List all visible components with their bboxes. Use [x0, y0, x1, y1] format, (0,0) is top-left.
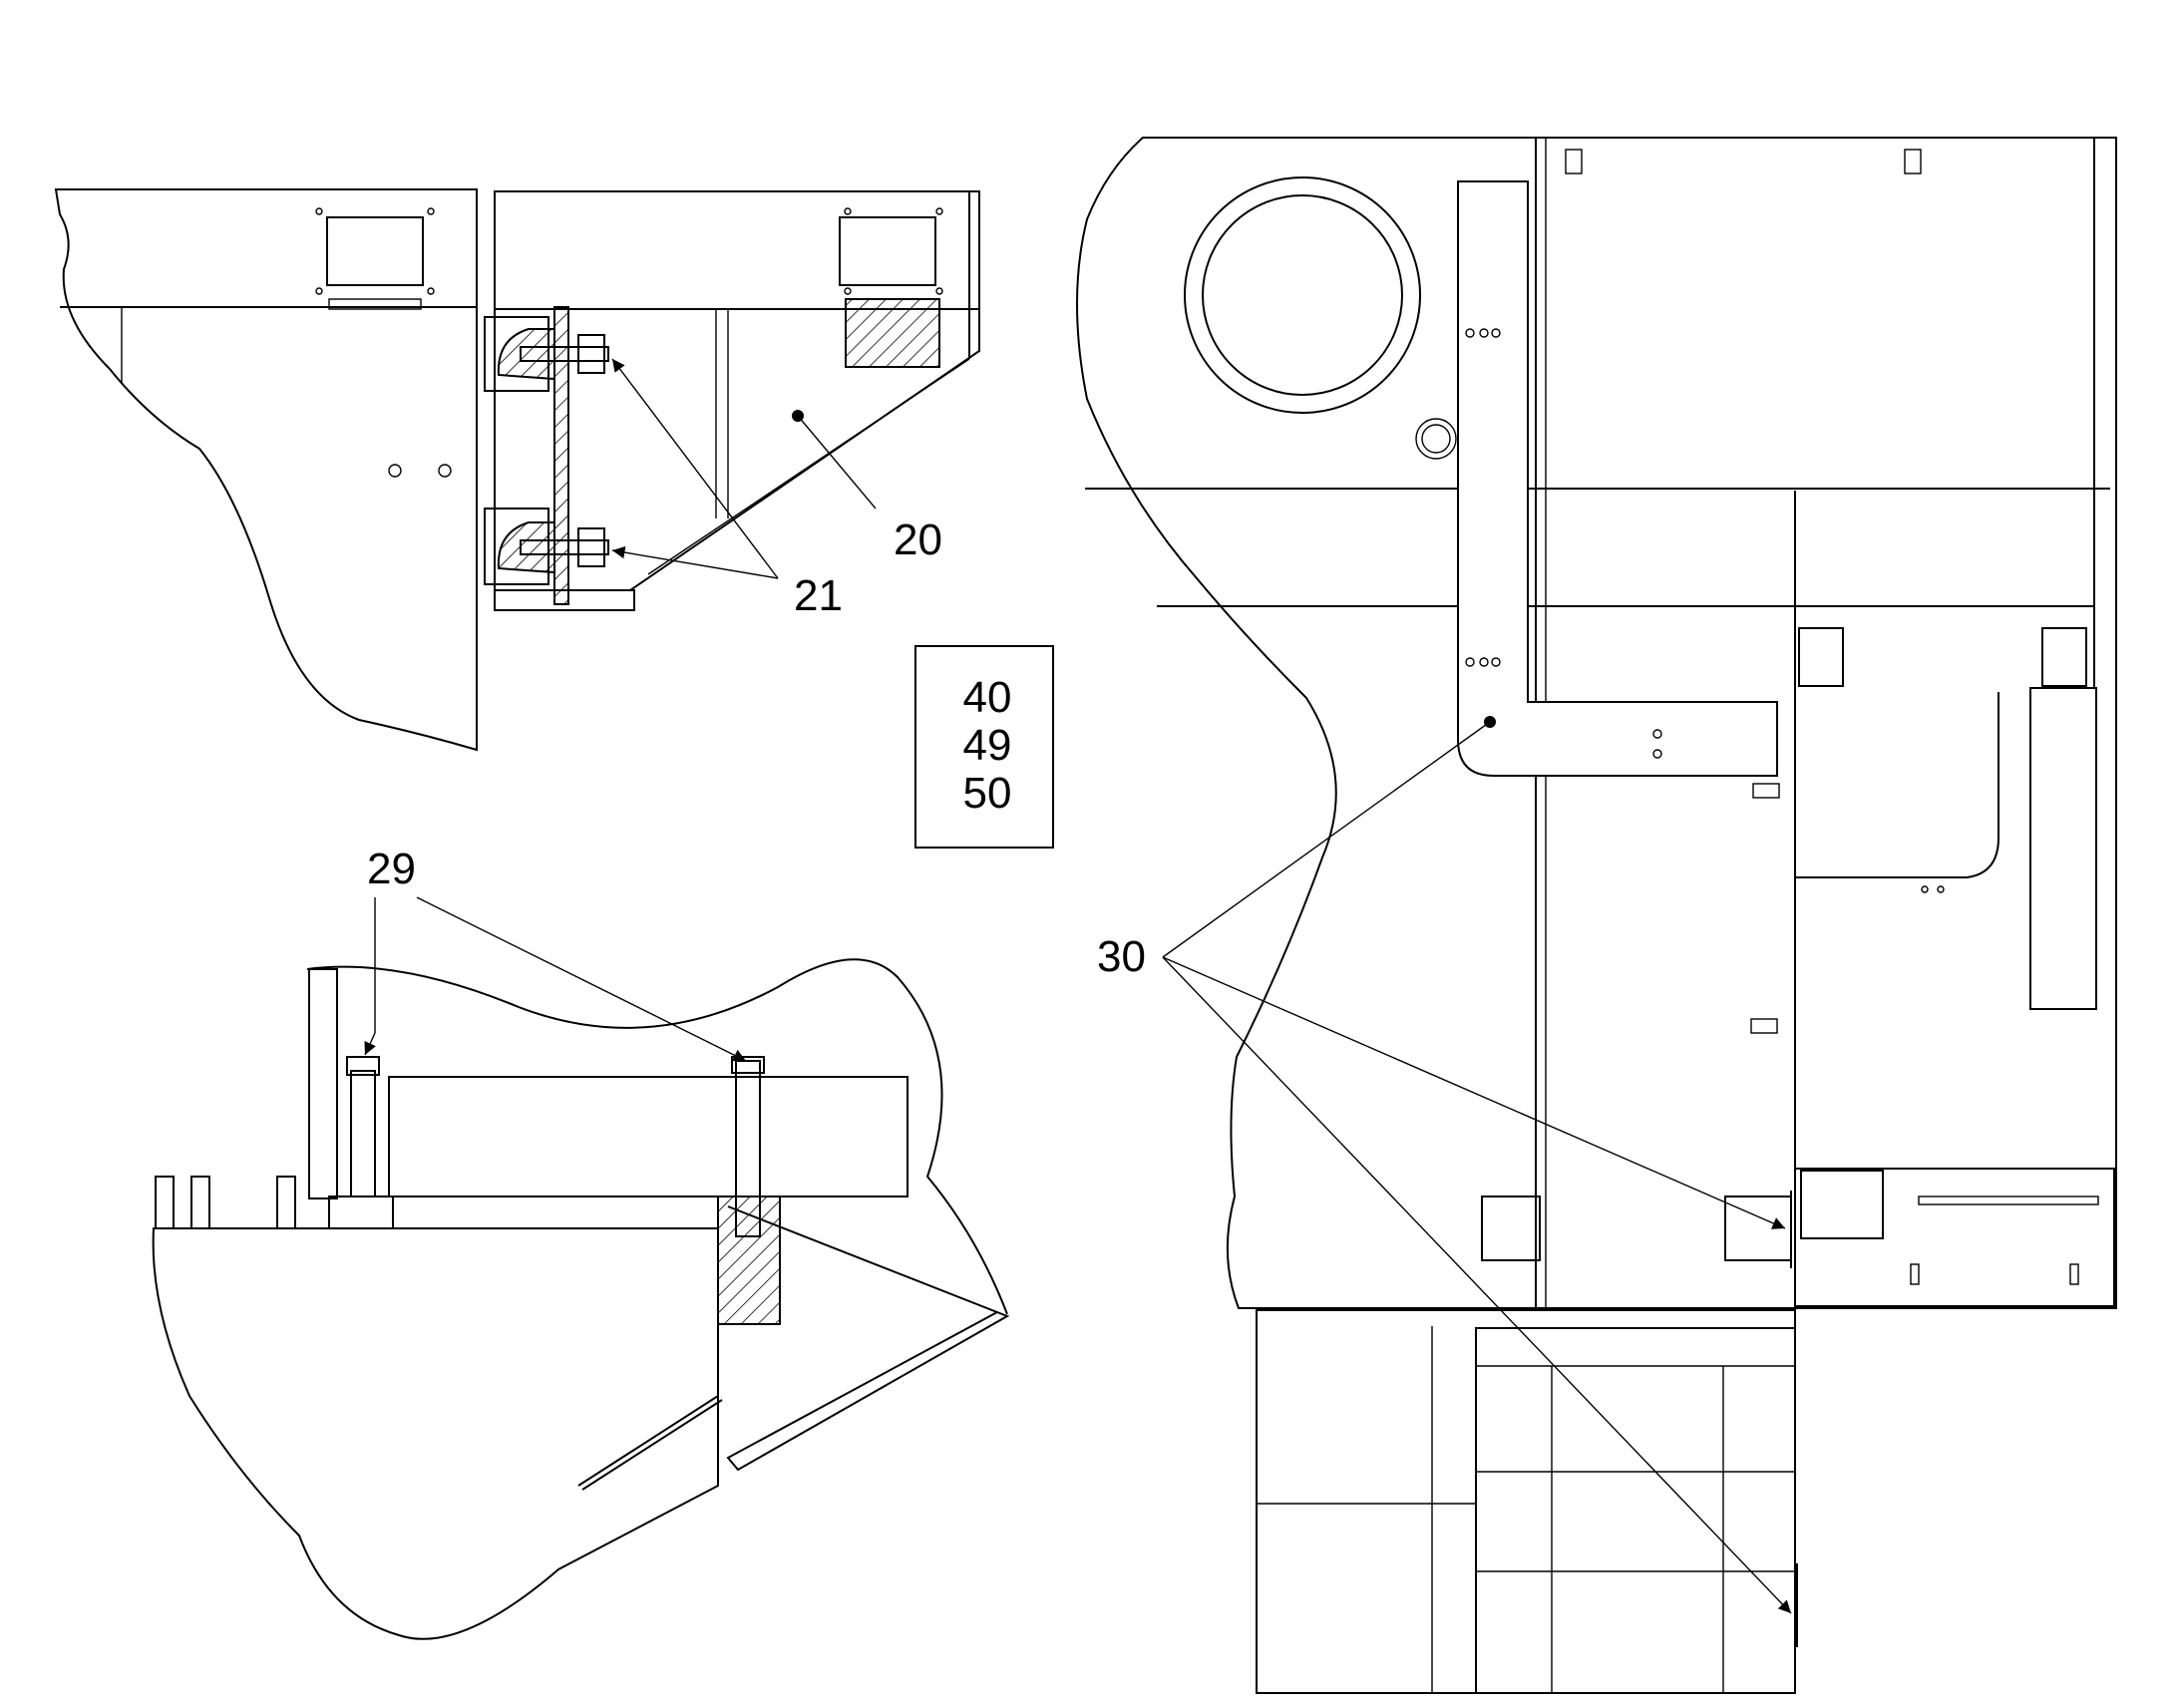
callout-20: 20 [894, 515, 942, 564]
right-view: 30 [1076, 137, 2117, 1694]
reference-number-1: 40 [963, 673, 1012, 722]
top-left-view: 20 21 [54, 188, 980, 752]
callout-30: 30 [1097, 932, 1146, 981]
reference-number-2: 49 [963, 721, 1012, 770]
callout-21: 21 [794, 571, 843, 620]
bottom-left-view: 29 [152, 845, 1010, 1640]
reference-box: 40 49 50 [914, 645, 1054, 849]
reference-number-3: 50 [963, 769, 1012, 818]
callout-29: 29 [367, 845, 416, 893]
